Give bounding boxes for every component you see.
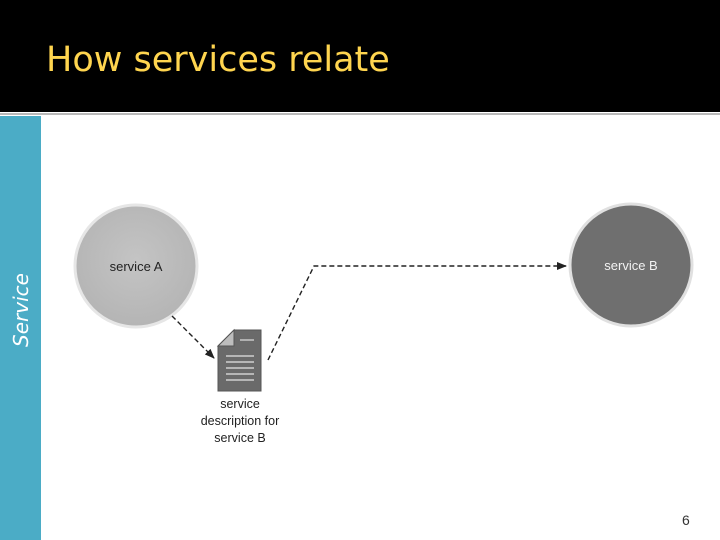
edge-service-a-to-description [171,315,215,359]
service-a-label: service A [110,259,163,274]
slide-header [0,0,720,112]
document-label-line-3: service B [214,431,265,445]
header-divider [0,113,720,115]
section-side-band [0,116,41,540]
service-b-node: service B [568,202,694,328]
service-b-label: service B [604,258,657,273]
page-number: 6 [682,512,690,528]
service-b-circle [568,202,694,328]
service-a-node: service A [73,203,199,329]
document-label-line-2: description for [201,414,280,428]
document-label-line-1: service [220,397,260,411]
document-icon [216,328,262,392]
slide-title: How services relate [46,40,390,80]
service-a-circle [73,203,199,329]
edge-description-to-service-b [267,262,567,361]
